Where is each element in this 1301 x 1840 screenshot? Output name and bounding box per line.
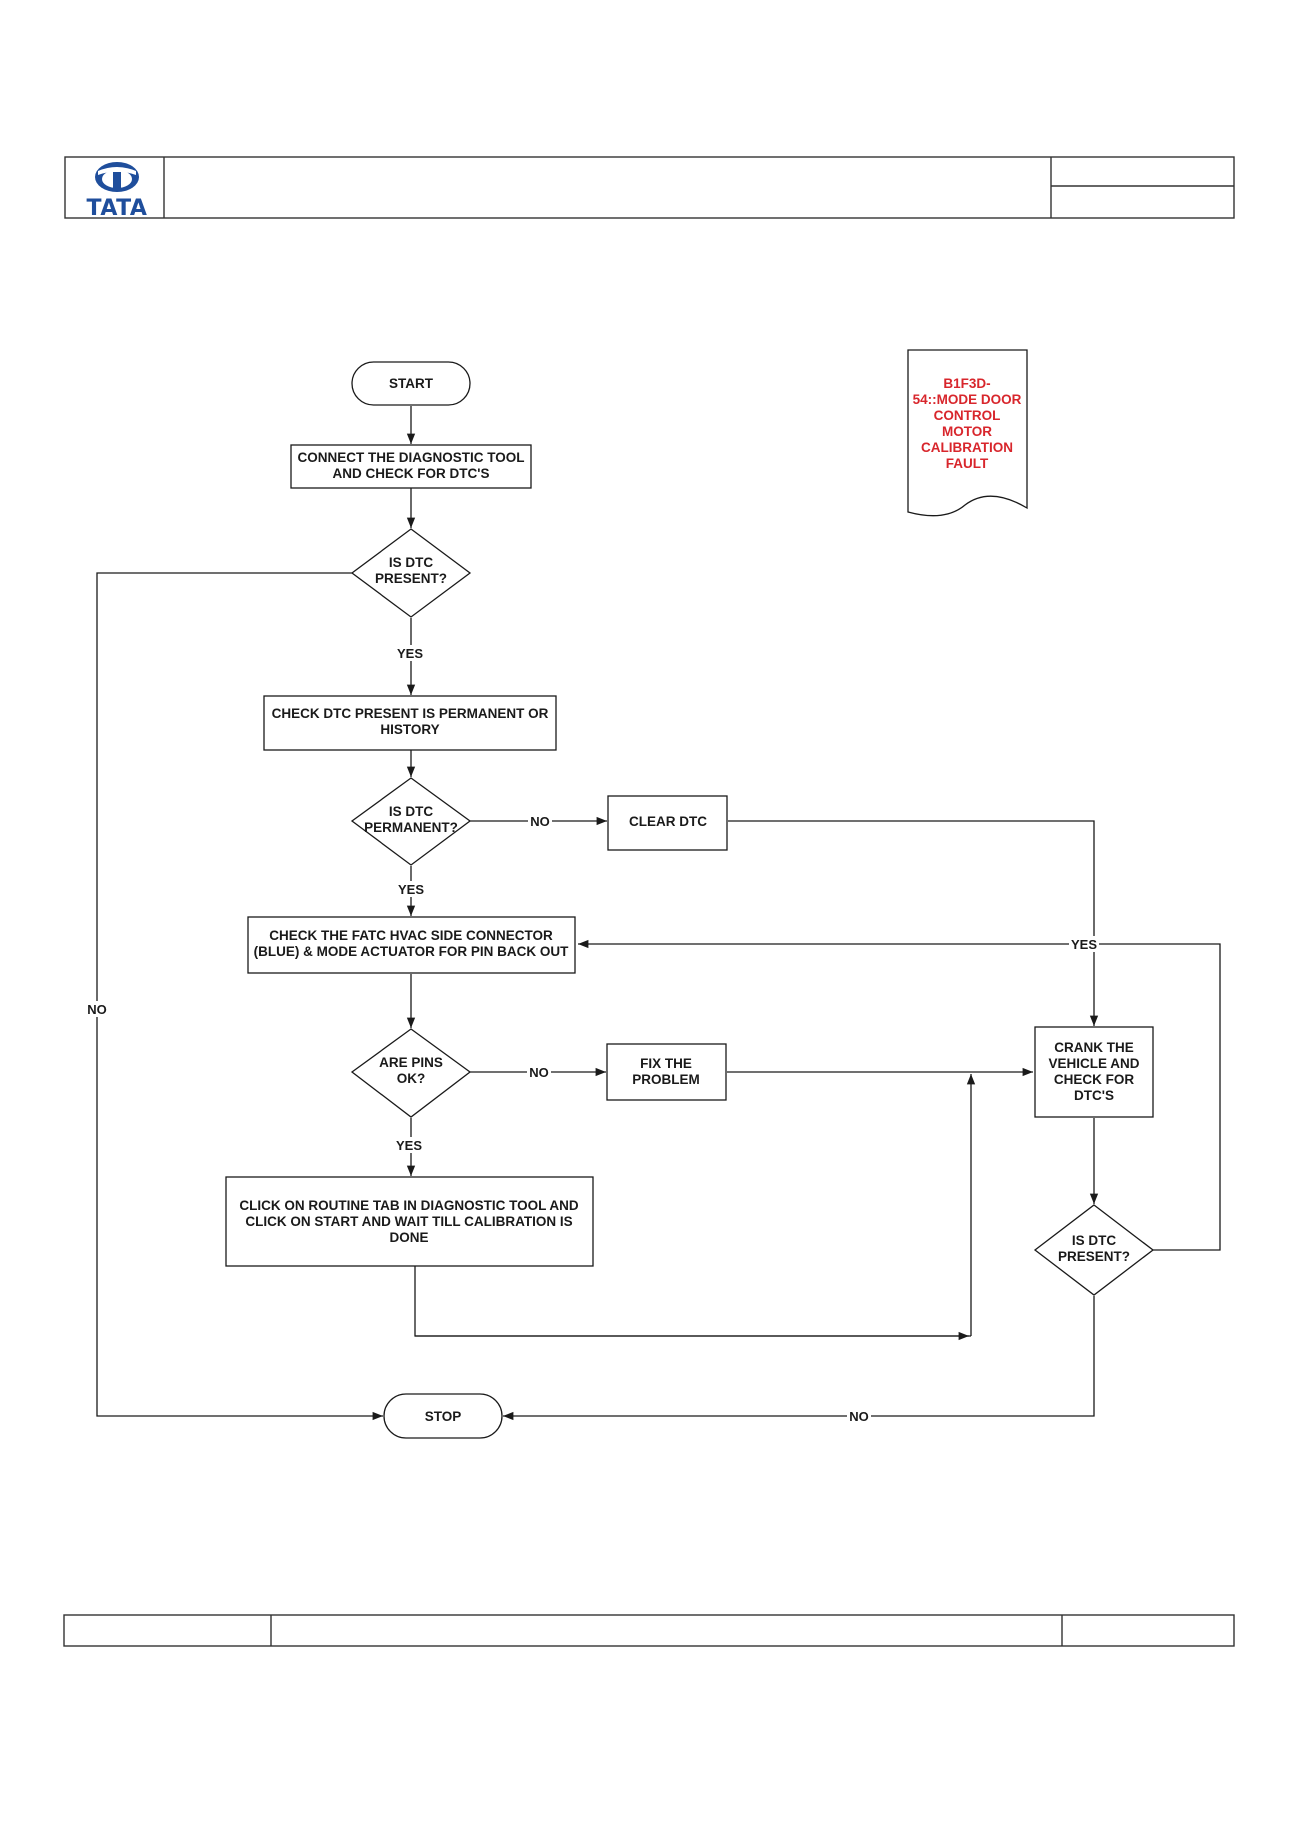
dtc-note-line-1: B1F3D- xyxy=(943,376,990,391)
crank-line-3: CHECK FOR xyxy=(1054,1072,1134,1087)
stop-label: STOP xyxy=(425,1409,462,1424)
dtc-present-1-line-2: PRESENT? xyxy=(375,571,447,586)
node-fix-problem: FIX THE PROBLEM xyxy=(606,1043,727,1101)
dtc-note: B1F3D- 54::MODE DOOR CONTROL MOTOR CALIB… xyxy=(907,349,1028,517)
node-crank-vehicle: CRANK THE VEHICLE AND CHECK FOR DTC'S xyxy=(1034,1026,1154,1118)
label-yes-dtc-present-2: YES xyxy=(1071,937,1097,952)
decision-dtc-present-1: IS DTC PRESENT? xyxy=(350,528,472,618)
decision-is-permanent: IS DTC PERMANENT? xyxy=(350,777,472,866)
node-connect-tool: CONNECT THE DIAGNOSTIC TOOL AND CHECK FO… xyxy=(290,444,532,489)
check-fatc-line-1: CHECK THE FATC HVAC SIDE CONNECTOR xyxy=(269,928,553,943)
check-perm-line-2: HISTORY xyxy=(380,722,439,737)
dtc-note-line-2: 54::MODE DOOR xyxy=(913,392,1022,407)
node-check-permanent: CHECK DTC PRESENT IS PERMANENT OR HISTOR… xyxy=(263,695,557,751)
label-no-dtc-present-1: NO xyxy=(87,1002,107,1017)
fix-line-1: FIX THE xyxy=(640,1056,692,1071)
start-label: START xyxy=(389,376,434,391)
node-start: START xyxy=(351,361,471,406)
decision-pins-ok: ARE PINS OK? xyxy=(350,1028,472,1118)
fix-line-2: PROBLEM xyxy=(632,1072,700,1087)
clear-dtc-label: CLEAR DTC xyxy=(629,814,707,829)
connectors xyxy=(96,406,1221,1421)
label-no-permanent: NO xyxy=(530,814,550,829)
edge-labels: YES NO YES YES NO NO YES NO xyxy=(85,645,1099,1424)
dtc-present-1-line-1: IS DTC xyxy=(389,555,434,570)
is-perm-line-2: PERMANENT? xyxy=(364,820,458,835)
routine-line-2: CLICK ON START AND WAIT TILL CALIBRATION… xyxy=(245,1214,572,1229)
logo-text: TATA xyxy=(87,196,148,221)
check-perm-line-1: CHECK DTC PRESENT IS PERMANENT OR xyxy=(272,706,549,721)
label-no-pins-ok: NO xyxy=(529,1065,549,1080)
label-yes-pins-ok: YES xyxy=(396,1138,422,1153)
dtc-present-2-line-1: IS DTC xyxy=(1072,1233,1117,1248)
routine-line-3: DONE xyxy=(389,1230,428,1245)
is-perm-line-1: IS DTC xyxy=(389,804,434,819)
dtc-note-line-5: CALIBRATION xyxy=(921,440,1013,455)
dtc-note-line-6: FAULT xyxy=(946,456,989,471)
label-no-dtc-present-2: NO xyxy=(849,1409,869,1424)
node-routine-tab: CLICK ON ROUTINE TAB IN DIAGNOSTIC TOOL … xyxy=(225,1176,594,1267)
tata-logo: TATA xyxy=(87,162,148,221)
dtc-present-2-line-2: PRESENT? xyxy=(1058,1249,1130,1264)
label-yes-permanent: YES xyxy=(398,882,424,897)
dtc-note-line-4: MOTOR xyxy=(942,424,992,439)
pins-ok-line-2: OK? xyxy=(397,1071,426,1086)
page-footer xyxy=(63,1614,1235,1647)
page-header xyxy=(64,156,1235,219)
dtc-note-line-3: CONTROL xyxy=(934,408,1001,423)
crank-line-1: CRANK THE xyxy=(1054,1040,1134,1055)
tata-emblem-icon xyxy=(95,162,139,192)
routine-line-1: CLICK ON ROUTINE TAB IN DIAGNOSTIC TOOL … xyxy=(239,1198,578,1213)
label-yes-dtc-present: YES xyxy=(397,646,423,661)
node-stop: STOP xyxy=(383,1393,503,1439)
crank-line-4: DTC'S xyxy=(1074,1088,1114,1103)
decision-dtc-present-2: IS DTC PRESENT? xyxy=(1033,1204,1155,1296)
node-check-fatc: CHECK THE FATC HVAC SIDE CONNECTOR (BLUE… xyxy=(247,916,576,974)
node-clear-dtc: CLEAR DTC xyxy=(607,795,728,851)
connect-line-2: AND CHECK FOR DTC'S xyxy=(333,466,490,481)
pins-ok-line-1: ARE PINS xyxy=(379,1055,443,1070)
crank-line-2: VEHICLE AND xyxy=(1048,1056,1139,1071)
check-fatc-line-2: (BLUE) & MODE ACTUATOR FOR PIN BACK OUT xyxy=(254,944,569,959)
connect-line-1: CONNECT THE DIAGNOSTIC TOOL xyxy=(297,450,524,465)
